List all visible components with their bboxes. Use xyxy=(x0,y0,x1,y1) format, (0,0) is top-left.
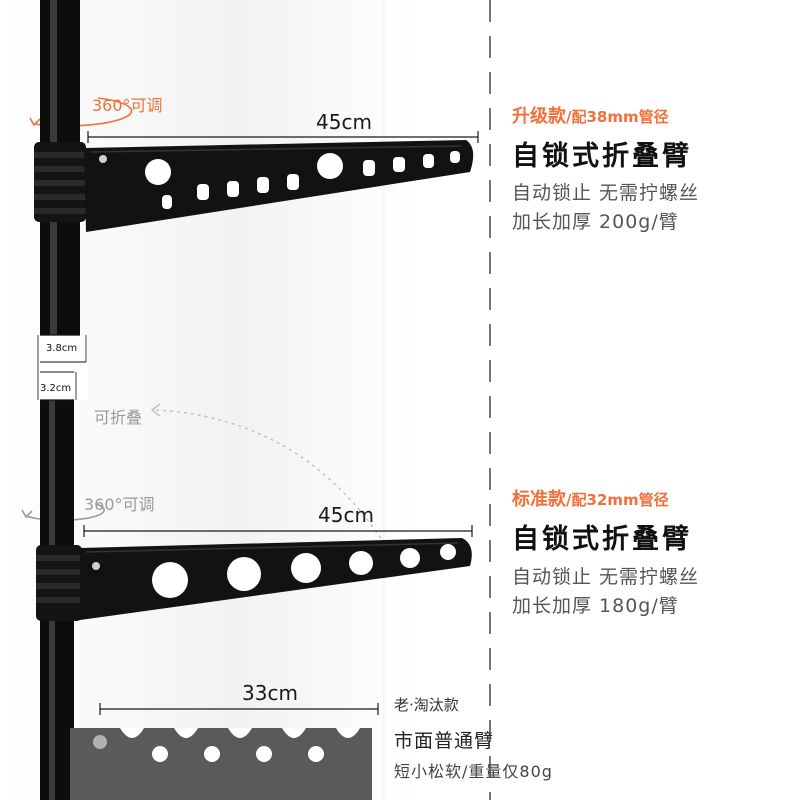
fold-label: 可折叠 xyxy=(94,408,143,427)
rotate-label-top: 360°可调 xyxy=(92,96,163,115)
upgrade-length-line xyxy=(87,131,479,143)
old-length: 33cm xyxy=(242,681,298,705)
rotate-label-mid: 360°可调 xyxy=(84,495,155,514)
standard-headline: 自锁式折叠臂 xyxy=(512,524,692,555)
standard-desc-2: 加长加厚 180g/臂 xyxy=(512,595,679,617)
rotate-arrow-top-icon xyxy=(29,117,41,127)
standard-tag-sub: /配32mm管径 xyxy=(566,491,669,509)
old-tag: 老·淘汰款 xyxy=(394,696,459,714)
fold-arc xyxy=(155,409,383,541)
standard-desc-1: 自动锁止 无需拧螺丝 xyxy=(512,566,700,588)
upper-clamp xyxy=(34,142,86,222)
upgrade-tag-main: 升级款 xyxy=(512,106,566,127)
old-desc: 短小松软/重量仅80g xyxy=(394,762,553,781)
upgrade-length: 45cm xyxy=(316,110,372,134)
upgrade-tag-sub: /配38mm管径 xyxy=(566,108,669,126)
standard-length: 45cm xyxy=(318,503,374,527)
upgrade-desc-1: 自动锁止 无需拧螺丝 xyxy=(512,182,700,204)
standard-tag-main: 标准款 xyxy=(512,489,566,510)
old-length-line xyxy=(99,703,379,715)
fold-arrow-icon xyxy=(150,403,161,417)
old-arm xyxy=(70,728,372,800)
upgrade-tag: 升级款/配38mm管径 xyxy=(512,102,669,128)
pole-size-lower: 3.2cm xyxy=(40,383,72,394)
standard-tag: 标准款/配32mm管径 xyxy=(512,485,669,511)
old-headline: 市面普通臂 xyxy=(394,730,495,752)
standard-length-line xyxy=(83,525,473,537)
upgrade-desc-2: 加长加厚 200g/臂 xyxy=(512,211,679,233)
upgrade-headline: 自锁式折叠臂 xyxy=(512,141,692,172)
rotate-arrow-mid-icon xyxy=(21,509,33,519)
pole-size-upper: 3.8cm xyxy=(46,343,78,354)
standard-arm xyxy=(80,538,472,620)
upgrade-arm xyxy=(84,140,474,232)
pole-gap xyxy=(36,335,88,400)
lower-clamp xyxy=(36,545,82,621)
